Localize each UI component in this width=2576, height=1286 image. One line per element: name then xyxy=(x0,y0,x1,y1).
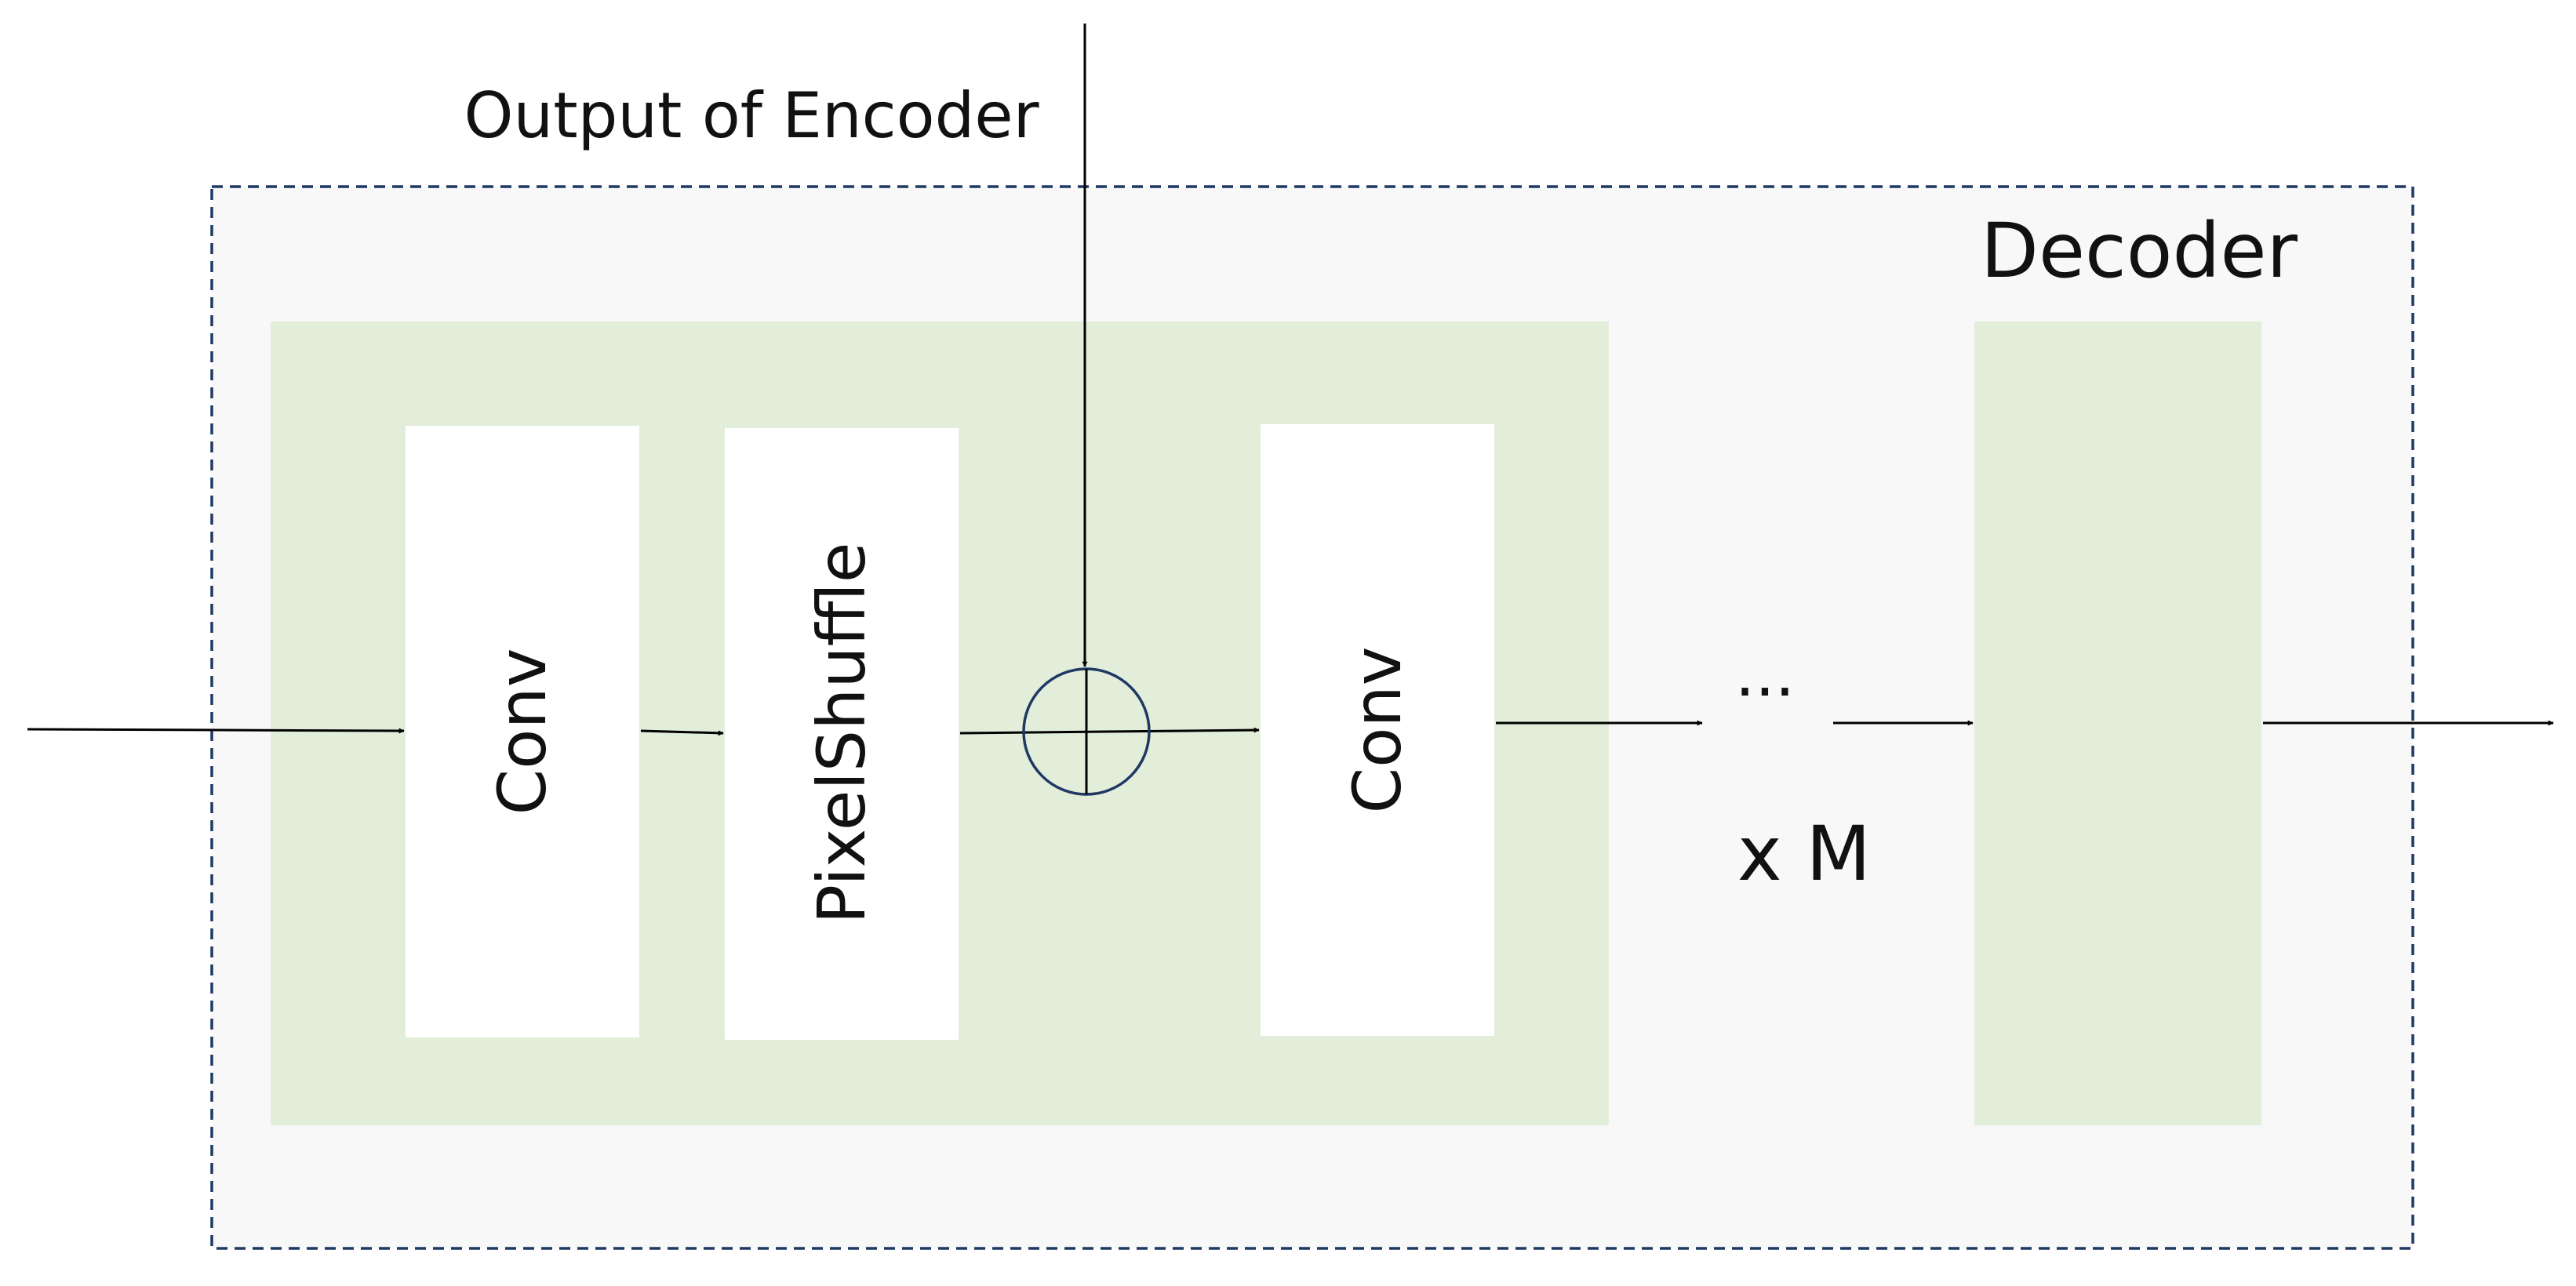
add-operator-icon xyxy=(1022,667,1151,796)
conv-label-2: Conv xyxy=(1339,647,1416,814)
arrow-pixelshuffle-to-conv xyxy=(959,727,1260,735)
ellipsis-label: ··· xyxy=(1735,656,1795,728)
repeat-count-label: x M xyxy=(1737,810,1871,898)
conv-block-1 xyxy=(406,426,639,1037)
conv-block-2 xyxy=(1261,424,1494,1036)
conv-label-1: Conv xyxy=(484,648,561,816)
decoder-label: Decoder xyxy=(1981,207,2298,295)
encoder-output-label: Output of Encoder xyxy=(464,79,1039,152)
arrow-conv-to-pixelshuffle xyxy=(640,729,724,736)
arrow-input xyxy=(27,728,405,734)
pixelshuffle-label: PixelShuffle xyxy=(803,543,880,925)
pixelshuffle-block xyxy=(725,428,959,1040)
decoder-block-final xyxy=(1974,322,2261,1125)
